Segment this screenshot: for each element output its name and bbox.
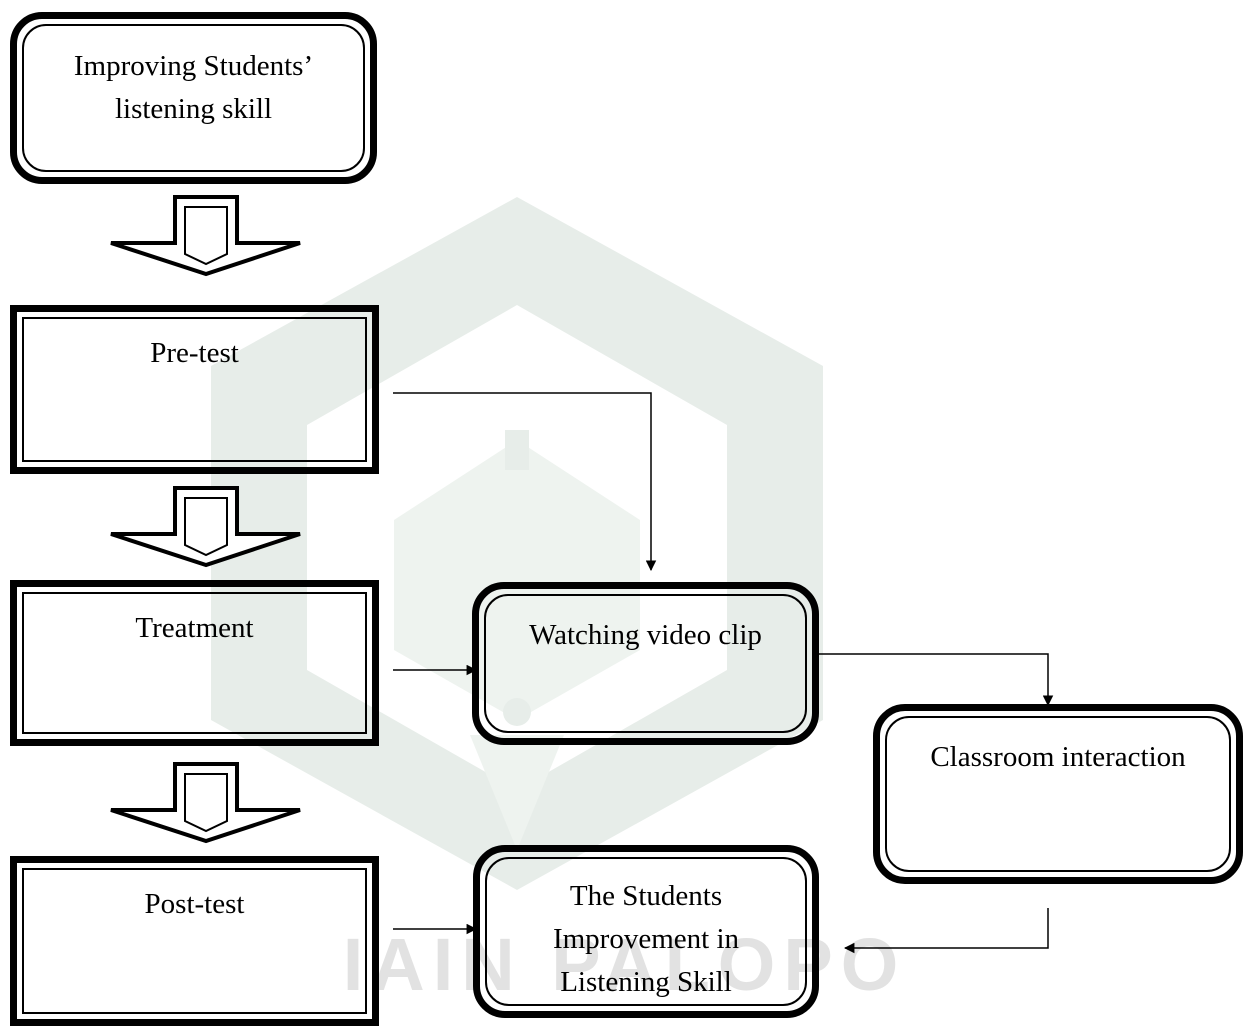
interaction-label: Classroom interaction <box>930 741 1186 773</box>
pretest-node: Pre-test <box>10 305 379 474</box>
treatment-label: Treatment <box>135 612 254 644</box>
video-to-interaction-connector <box>818 653 1054 707</box>
video-label: Watching video clip <box>529 619 762 651</box>
goal-node: Improving Students’ listening skill <box>10 12 377 184</box>
posttest-label: Post-test <box>144 888 245 920</box>
pretest-label: Pre-test <box>150 337 239 369</box>
block-arrow-3 <box>110 762 301 844</box>
video-node: Watching video clip <box>472 582 819 745</box>
treatment-node: Treatment <box>10 580 379 746</box>
posttest-node: Post-test <box>10 856 379 1026</box>
block-arrow-2 <box>110 486 301 568</box>
interaction-node: Classroom interaction <box>873 704 1243 884</box>
pretest-to-video-connector <box>393 392 657 572</box>
interaction-to-improvement-connector <box>843 908 1049 954</box>
block-arrow-1 <box>110 195 301 277</box>
improvement-node: The Students Improvement in Listening Sk… <box>473 845 819 1018</box>
improvement-label: The Students Improvement in Listening Sk… <box>552 880 740 998</box>
goal-label: Improving Students’ listening skill <box>73 50 314 125</box>
